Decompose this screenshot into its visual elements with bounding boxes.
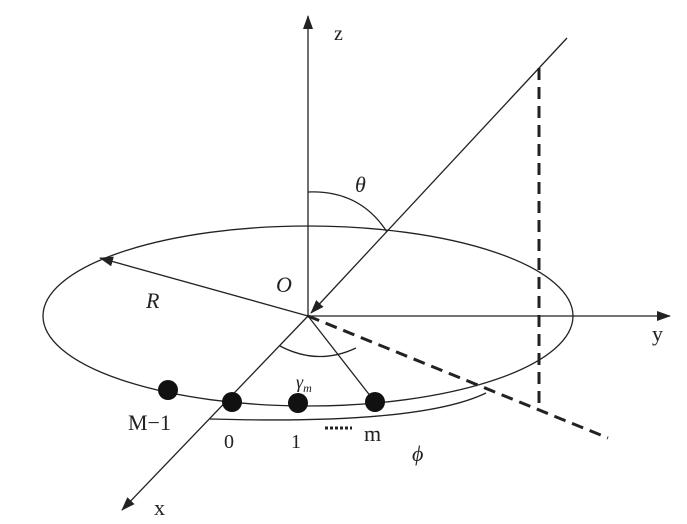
origin-label: O — [276, 272, 292, 297]
element-dot-1 — [288, 393, 308, 413]
gamma-symbol: γ — [296, 372, 304, 392]
element-dot-0 — [222, 392, 242, 412]
element-label-last: M−1 — [128, 410, 171, 435]
projection-line — [307, 314, 609, 440]
element-label-m: m — [364, 421, 381, 446]
gamma-subscript: m — [303, 381, 312, 395]
element-dot-last — [158, 380, 178, 400]
z-axis-label: z — [334, 23, 343, 45]
direction-line — [310, 37, 568, 314]
radius-line — [99, 256, 309, 317]
phi-label: ϕ — [412, 441, 423, 466]
theta-label: θ — [355, 172, 366, 197]
phi-arc — [209, 392, 487, 421]
x-axis — [121, 315, 309, 511]
y-axis-label: y — [652, 321, 663, 346]
theta-arc — [307, 191, 388, 233]
gamma-label: γm — [296, 372, 312, 395]
element-label-0: 0 — [224, 431, 234, 453]
x-axis-label: x — [154, 495, 165, 520]
element-m-line — [307, 315, 376, 403]
gamma-arc — [279, 345, 357, 358]
element-label-1: 1 — [291, 431, 301, 453]
element-dot-m — [365, 392, 385, 412]
radius-label: R — [145, 288, 160, 313]
